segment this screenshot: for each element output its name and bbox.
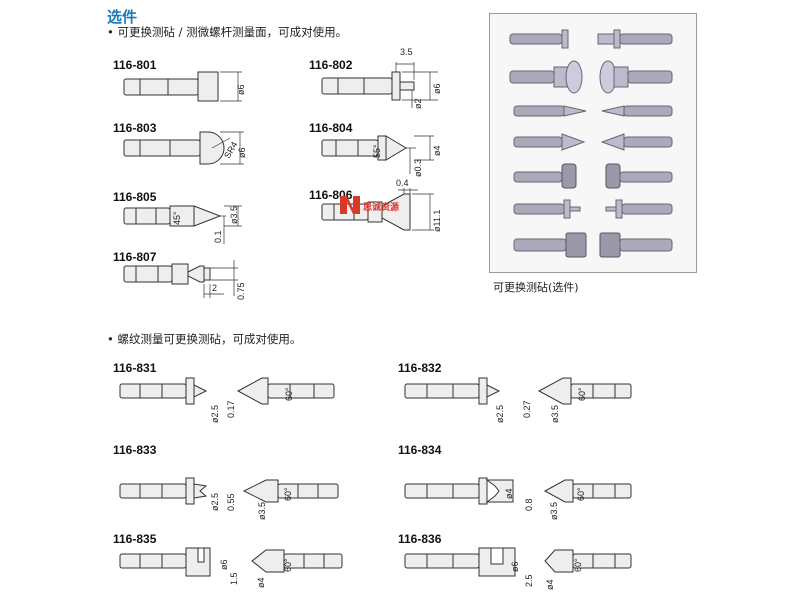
model-label: 116-836 [398, 532, 442, 546]
model-label: 116-804 [309, 121, 353, 135]
dim-833-cone: ø3.5 [257, 501, 267, 520]
anvil-drawing-801 [123, 71, 242, 102]
dim-804-tip: ø0.3 [413, 158, 423, 177]
dim-835-cone: ø4 [256, 577, 266, 588]
dim-802-dia: ø6 [432, 83, 442, 94]
dim-804-angle: 55° [372, 144, 382, 158]
dim-806-thickness: 0.4 [396, 178, 409, 188]
dim-803-dia: ø6 [237, 147, 247, 158]
dim-834-cone: ø3.5 [549, 501, 559, 520]
model-label: 116-834 [398, 443, 442, 457]
dim-835-angle: 60° [283, 558, 293, 572]
dim-833-dia: ø2.5 [210, 492, 220, 511]
anvil-drawing-803 [123, 131, 244, 165]
model-label: 116-803 [113, 121, 157, 135]
dim-801-dia: ø6 [236, 84, 246, 95]
model-label: 116-802 [309, 58, 353, 72]
dim-832-cone: ø3.5 [550, 404, 560, 423]
dim-834-tip: 0.8 [524, 498, 534, 511]
model-label: 116-801 [113, 58, 157, 72]
dim-805-tip: 0.1 [213, 230, 223, 243]
dim-836-dia: ø6 [510, 561, 520, 572]
dim-834-dia: ø4 [504, 488, 514, 499]
dim-832-tip: 0.27 [522, 400, 532, 418]
bullet-thread: • 螺纹测量可更换测砧，可成对使用。 [107, 332, 302, 346]
dim-802-tip: ø2 [413, 98, 423, 109]
dim-833-tip: 0.55 [226, 493, 236, 511]
thread-anvil-drawing-832 [404, 377, 632, 405]
thread-anvil-drawing-831 [119, 377, 335, 405]
model-label: 116-832 [398, 361, 442, 375]
anvil-photo-illustration [509, 29, 673, 258]
thread-anvil-drawing-834 [404, 477, 632, 505]
dim-835-tip: 1.5 [229, 572, 239, 585]
dim-834-angle: 60° [576, 487, 586, 501]
section-title: 选件 [107, 8, 138, 26]
dim-836-angle: 60° [573, 558, 583, 572]
dim-804-dia: ø4 [432, 145, 442, 156]
model-label: 116-831 [113, 361, 157, 375]
watermark-logo-icon [340, 196, 360, 214]
model-label: 116-805 [113, 190, 157, 204]
watermark-text: 思诚资源 [363, 203, 400, 213]
dim-802-length: 3.5 [400, 47, 413, 57]
thread-anvil-drawing-836 [404, 547, 632, 577]
model-label: 116-807 [113, 250, 157, 264]
anvil-drawing-807 [123, 260, 238, 298]
anvil-drawing-802 [321, 62, 438, 108]
dim-805-dia: ø3.5 [229, 205, 239, 224]
dim-807-length: 2 [212, 283, 218, 293]
thread-anvil-drawing-835 [119, 547, 343, 577]
dim-836-cone: ø4 [545, 579, 555, 590]
dim-836-tip: 2.5 [524, 574, 534, 587]
anvil-drawing-805 [123, 205, 242, 244]
dim-831-tip: 0.17 [226, 400, 236, 418]
model-label: 116-835 [113, 532, 157, 546]
dim-831-dia: ø2.5 [210, 404, 220, 423]
anvil-photo-panel [489, 13, 697, 273]
dim-833-angle: 60° [283, 487, 293, 501]
dim-835-dia: ø6 [219, 559, 229, 570]
photo-caption: 可更换测砧(选件) [493, 281, 579, 294]
dim-807-thickness: 0.75 [236, 282, 246, 300]
dim-805-angle: 45° [172, 211, 182, 225]
dim-832-dia: ø2.5 [495, 404, 505, 423]
thread-anvil-drawing-833 [119, 477, 339, 505]
dim-806-dia: ø11.1 [432, 209, 442, 232]
anvil-drawing-804 [321, 135, 434, 174]
model-label: 116-833 [113, 443, 157, 457]
bullet-interchangeable: • 可更换测砧 / 测微螺杆测量面，可成对使用。 [107, 25, 348, 39]
dim-832-angle: 60° [577, 387, 587, 401]
dim-831-angle: 60° [284, 387, 294, 401]
